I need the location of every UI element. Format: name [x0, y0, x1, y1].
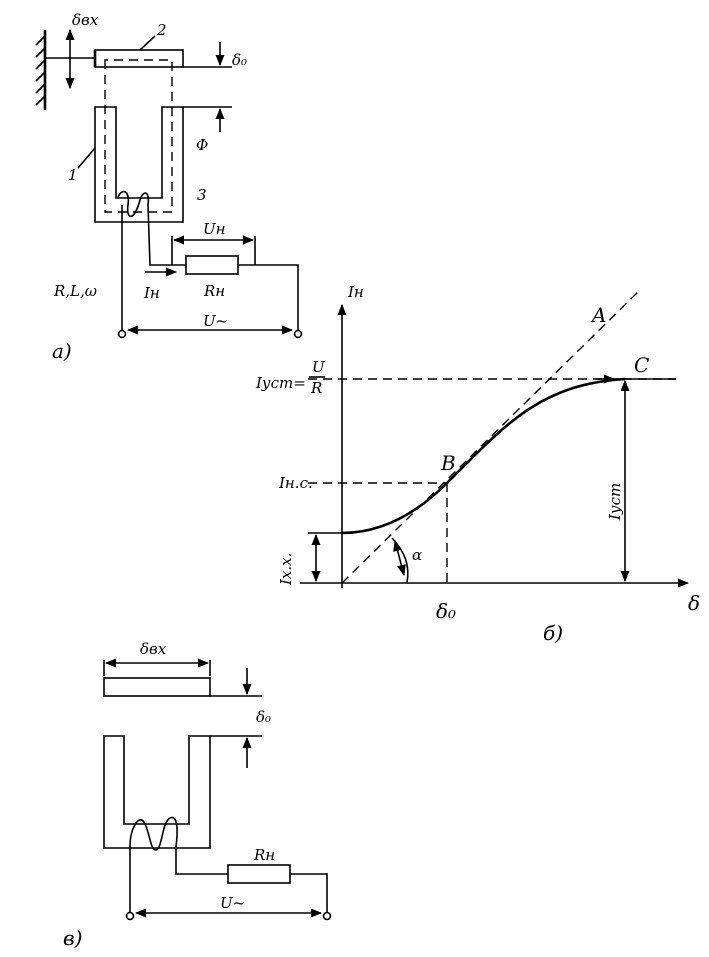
figure-a: δвх 2 δ₀ Φ 1 3 Uн Rн Iн: [35, 11, 303, 363]
delta0-axis-label: δ₀: [436, 599, 456, 623]
coil-lead-right-c: [175, 846, 228, 875]
point-b-label: B: [440, 451, 456, 475]
current-label-a: Iн: [143, 284, 160, 302]
part-3-label: 3: [197, 186, 207, 204]
delta0-label-c: δ₀: [256, 708, 271, 726]
leader-2: [139, 35, 156, 51]
terminal-left-c: [125, 911, 135, 921]
i-ust-vertical-label: Iуст: [606, 483, 624, 521]
wire-right-a: [238, 264, 299, 332]
armature-c: [103, 677, 211, 697]
figure-b: Iн δ Iх.х. Iуст α Iуст= U R Iн.с. A B C …: [255, 283, 700, 645]
u-core: [94, 106, 184, 223]
flux-path: [104, 59, 173, 213]
r-load-label-c: Rн: [253, 846, 275, 864]
delta0-label-a: δ₀: [232, 51, 247, 69]
load-resistor-a: [185, 255, 239, 275]
u-load-label: Uн: [203, 220, 226, 238]
flux-label: Φ: [196, 136, 208, 154]
fixed-wall: [35, 30, 47, 110]
supply-label-a: U~: [203, 312, 228, 330]
r-load-label-a: Rн: [203, 282, 225, 300]
alpha-arrow: [393, 539, 406, 577]
figure-c: δвх δ₀ Rн U~ в): [63, 640, 332, 950]
i-ns-label: Iн.с.: [278, 474, 313, 492]
part-1-label: 1: [68, 166, 78, 184]
terminal-right-c: [322, 911, 332, 921]
leader-1: [77, 147, 96, 169]
i-ust-num-label: U: [312, 358, 326, 376]
coil-a: [117, 190, 150, 218]
armature: [94, 49, 184, 68]
y-axis-label: Iн: [347, 283, 364, 301]
point-a-label: A: [590, 303, 606, 327]
part-2-label: 2: [156, 21, 167, 39]
panel-c-label: в): [63, 926, 82, 950]
coil-c: [129, 816, 178, 851]
terminal-right-a: [293, 329, 303, 339]
alpha-label: α: [412, 546, 422, 564]
line-oa: [341, 289, 641, 584]
coil-lead-right: [147, 204, 186, 266]
i-ust-lhs-label: Iуст=: [255, 374, 306, 392]
x-axis-label: δ: [688, 591, 700, 615]
panel-b-label: б): [543, 621, 563, 645]
wire-right-c: [290, 873, 328, 914]
u-core-c: [103, 735, 211, 849]
i-xx-label: Iх.х.: [277, 553, 295, 586]
point-c-label: C: [634, 353, 649, 377]
i-ust-den-label: R: [310, 379, 322, 397]
characteristic-curve: [341, 377, 626, 535]
delta-in-label-a: δвх: [72, 11, 99, 29]
load-resistor-c: [227, 864, 291, 884]
panel-a-label: a): [52, 339, 72, 363]
supply-label-c: U~: [220, 894, 245, 912]
terminal-left-a: [117, 329, 127, 339]
coil-params-label: R,L,ω: [53, 282, 97, 300]
delta-in-label-c: δвх: [140, 640, 167, 658]
